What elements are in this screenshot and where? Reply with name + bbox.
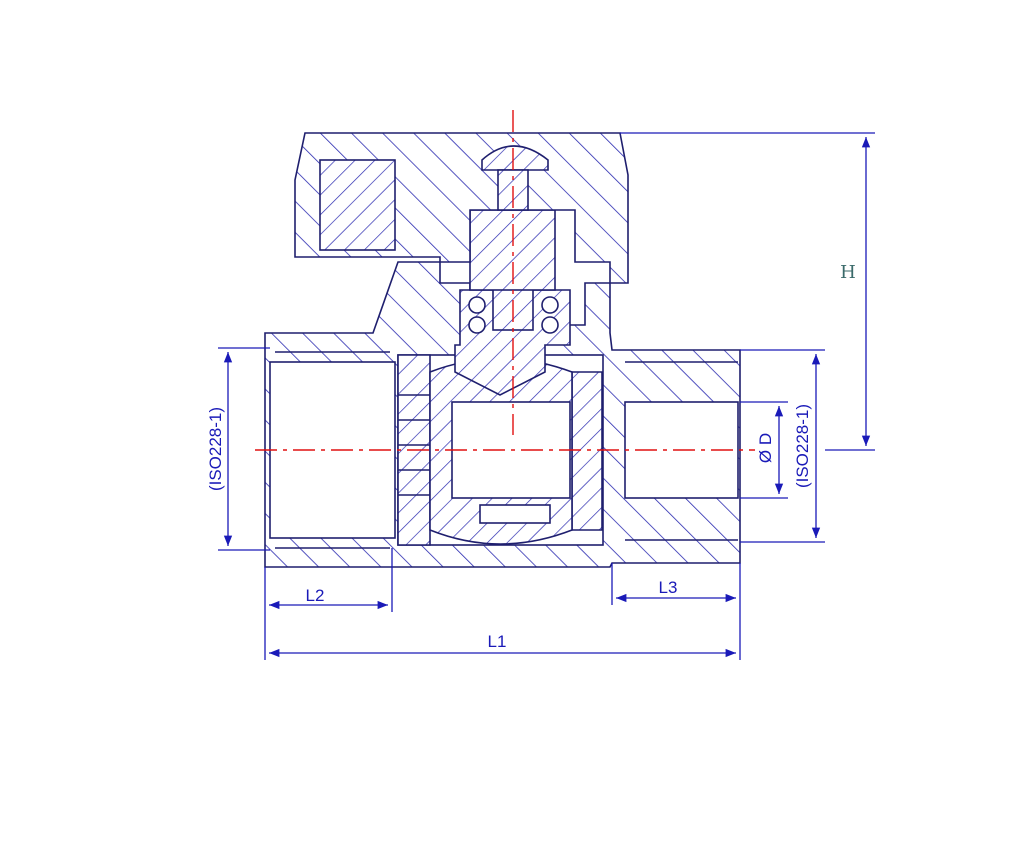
right-seat — [571, 371, 603, 531]
dimension-lines — [218, 132, 875, 660]
label-thread-right: (ISO228-1) — [793, 404, 812, 488]
ball-slot — [479, 504, 551, 524]
label-l1: L1 — [488, 632, 507, 651]
label-diameter: Ø D — [756, 433, 775, 463]
handle-screw-head — [481, 145, 549, 171]
dimension-labels: H L2 L3 L1 (ISO228-1) (ISO228-1) Ø D — [206, 262, 856, 651]
o-ring-right-top — [541, 296, 559, 314]
o-ring-left-top — [468, 296, 486, 314]
o-ring-right-bottom — [541, 316, 559, 334]
label-l2: L2 — [306, 586, 325, 605]
o-ring-left-bottom — [468, 316, 486, 334]
label-thread-left: (ISO228-1) — [206, 407, 225, 491]
handle — [294, 132, 629, 284]
handle-pocket — [319, 159, 396, 251]
label-h: H — [840, 262, 856, 283]
centerlines — [255, 110, 755, 451]
label-l3: L3 — [659, 578, 678, 597]
